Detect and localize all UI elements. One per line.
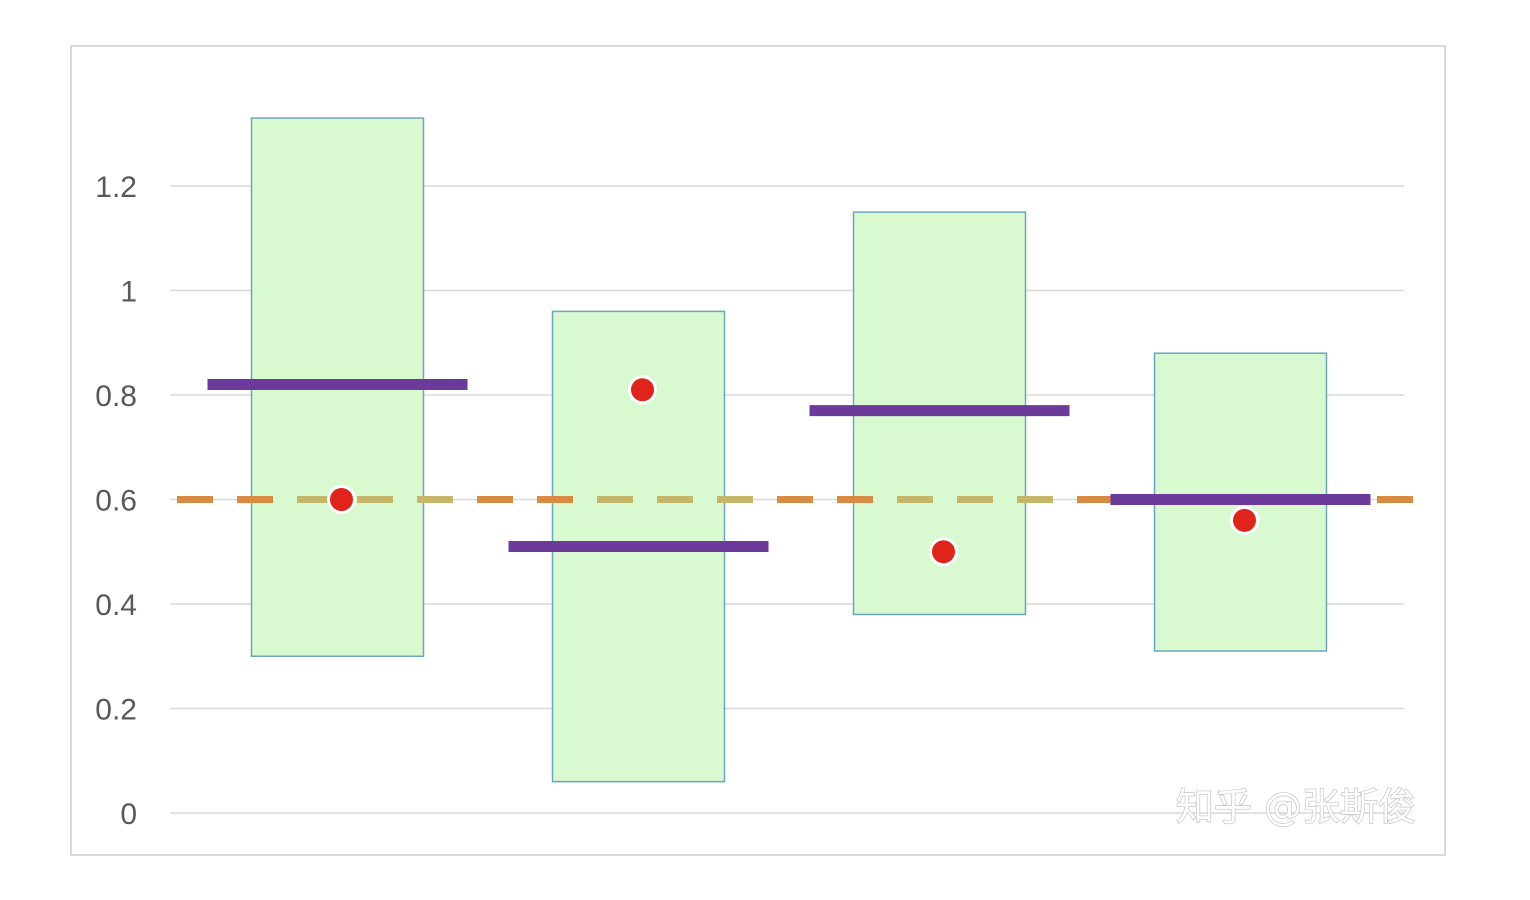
y-tick-label: 0.8 [95,380,137,413]
y-axis-ticks: 0 0.2 0.4 0.6 0.8 1 1.2 [95,171,137,831]
y-tick-label: 1.2 [95,171,137,204]
y-tick-label: 0.6 [95,485,137,518]
y-tick-label: 0.2 [95,694,137,727]
y-tick-label: 1 [120,276,137,309]
data-point [327,485,356,514]
data-point [1230,505,1259,535]
watermark-text: 知乎 @张斯俊 [1176,785,1416,829]
target-lines [207,379,1371,553]
range-boxes [250,117,1328,783]
y-tick-label: 0 [120,798,137,831]
data-point [628,375,657,405]
data-point [929,537,958,567]
y-tick-label: 0.4 [95,589,137,622]
data-points [327,375,1259,567]
